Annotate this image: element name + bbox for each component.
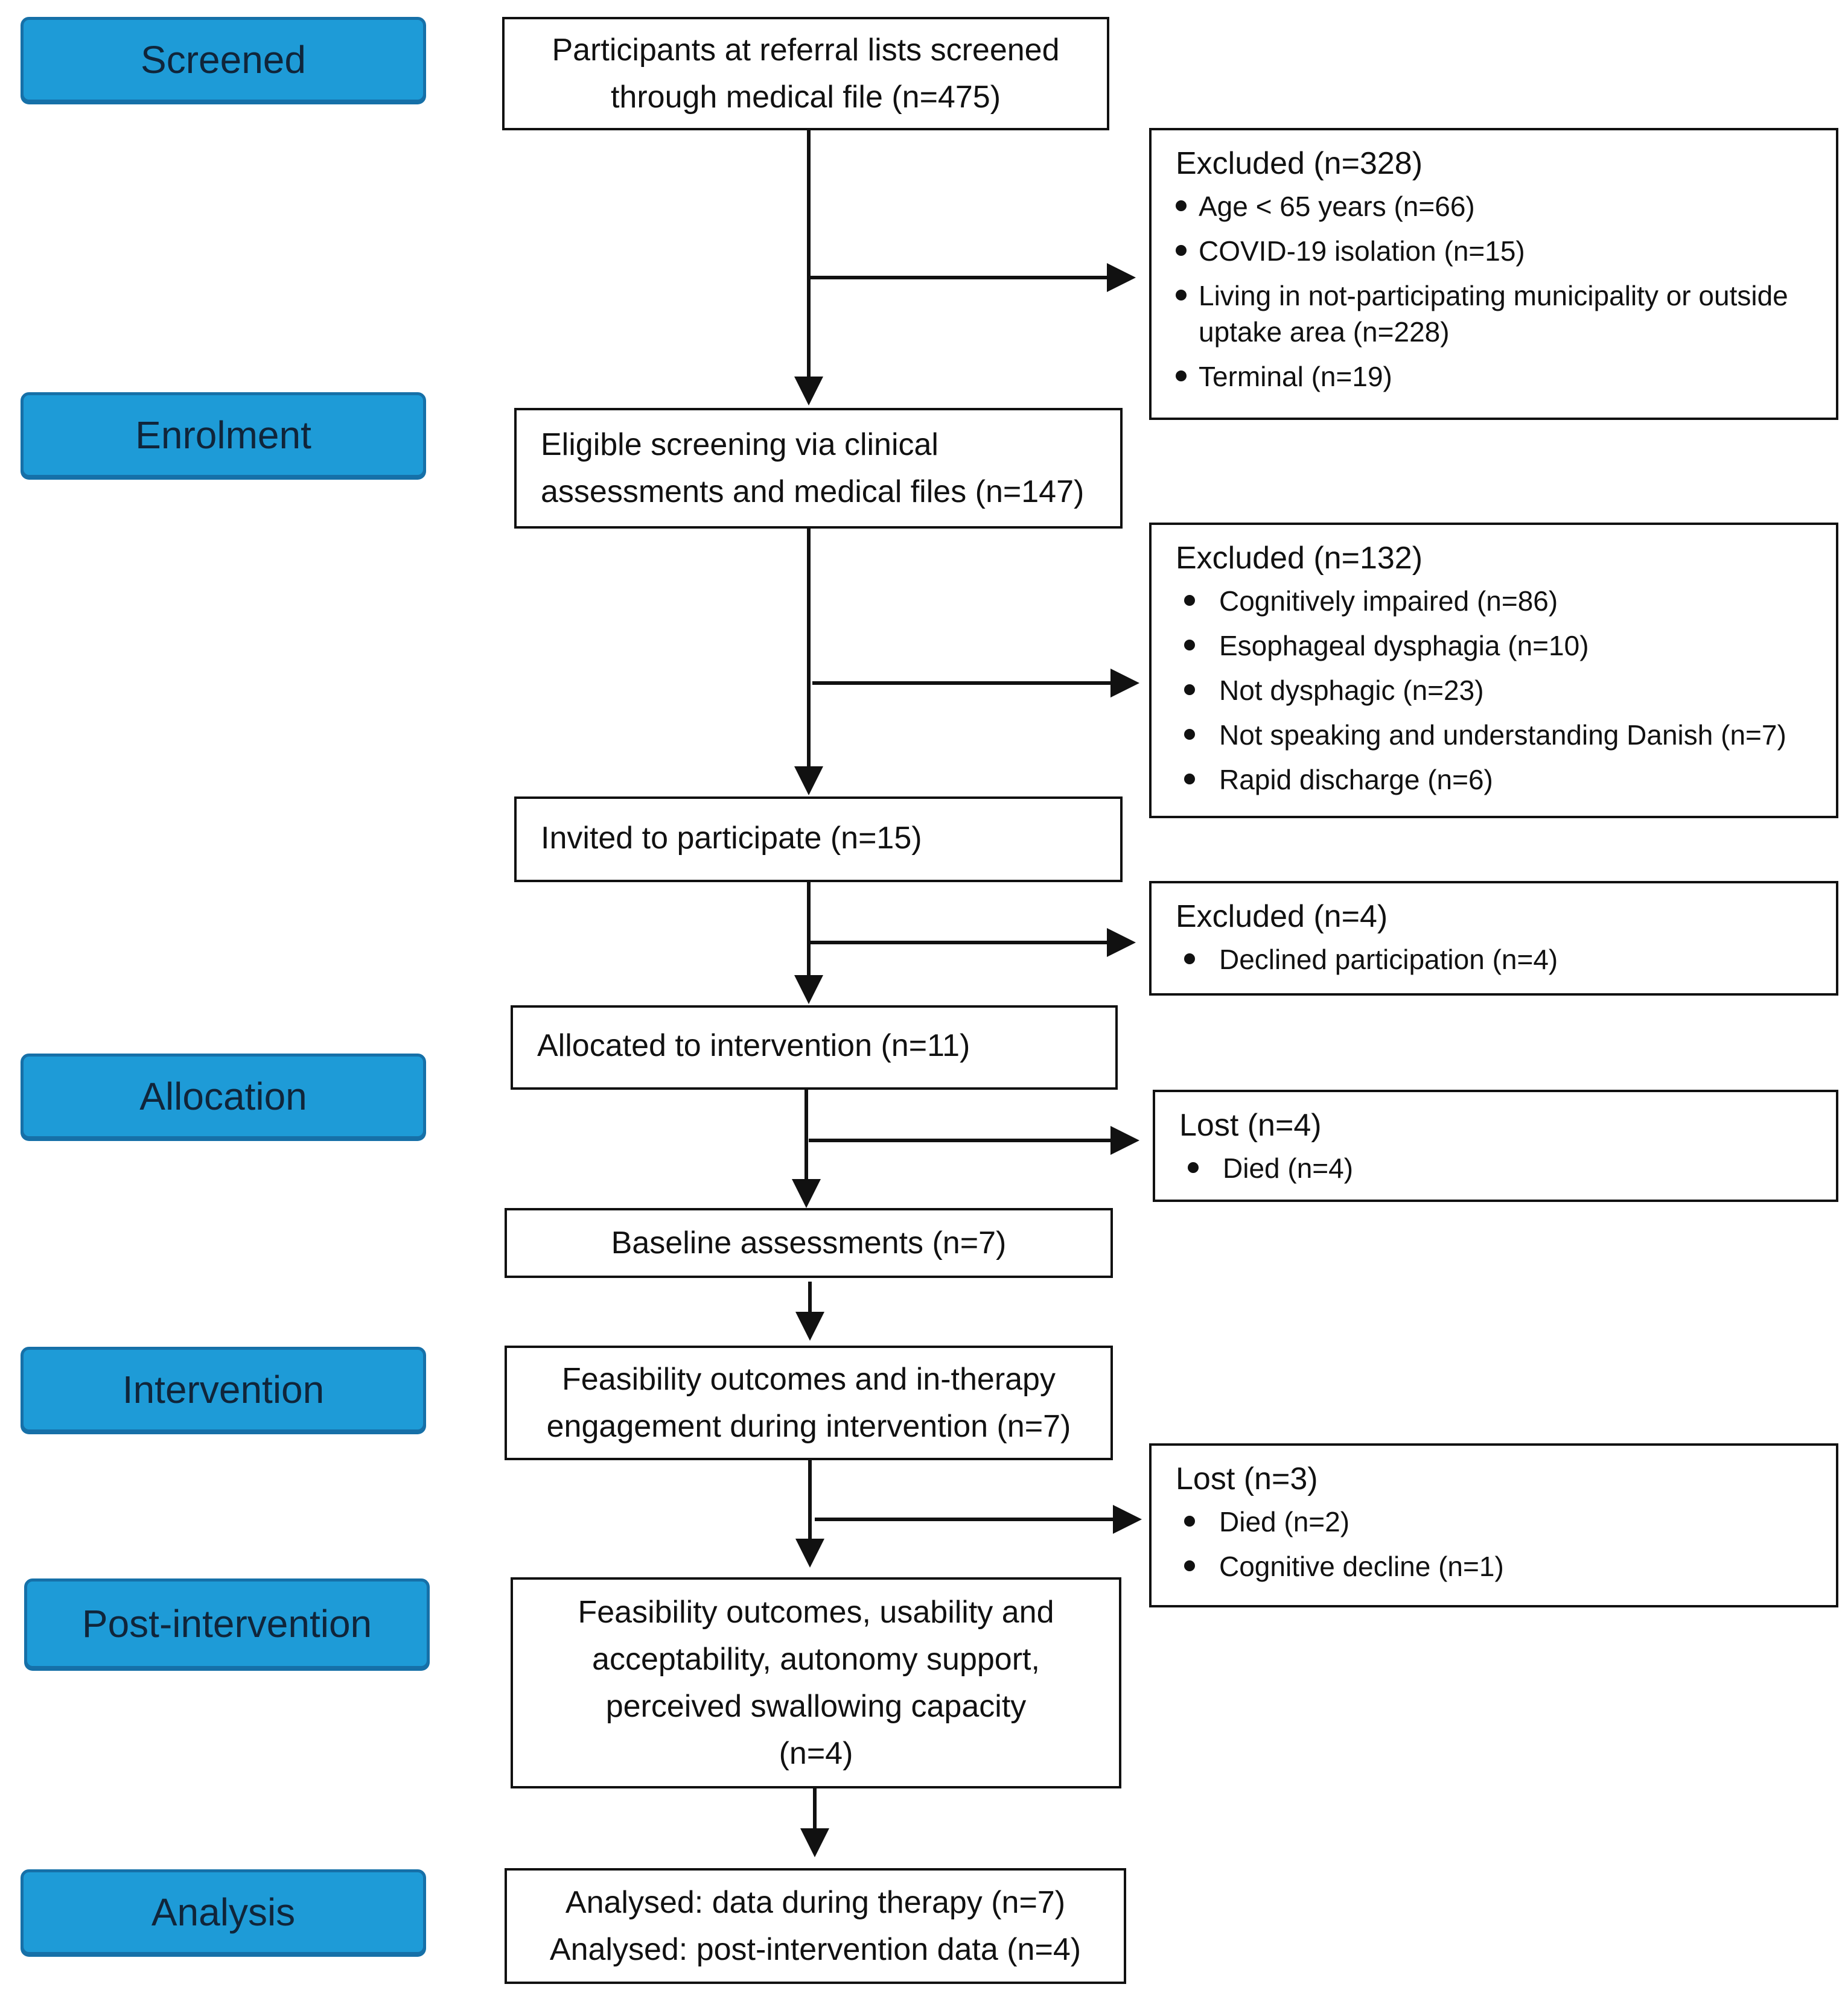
box-line: (n=4) (779, 1736, 853, 1771)
box-line: Analysed: data during therapy (n=7) (565, 1885, 1066, 1920)
screened-box: Participants at referral lists screened … (502, 17, 1109, 130)
list-item: Esophageal dysphagia (n=10) (1176, 628, 1814, 664)
lost-box-2: Lost (n=3) Died (n=2) Cognitive decline … (1149, 1443, 1838, 1607)
stage-label: Allocation (139, 1075, 307, 1118)
list-item: Living in not-participating municipality… (1176, 278, 1814, 350)
list-item: COVID-19 isolation (n=15) (1176, 233, 1814, 269)
list-item: Died (n=2) (1176, 1504, 1814, 1540)
list-item: Rapid discharge (n=6) (1176, 761, 1814, 798)
stage-label: Intervention (122, 1368, 325, 1411)
box-line: Feasibility outcomes, usability and (578, 1595, 1054, 1630)
excluded-list: Cognitively impaired (n=86) Esophageal d… (1176, 583, 1814, 798)
box-line: acceptability, autonomy support, (592, 1642, 1040, 1677)
box-line: Invited to participate (n=15) (541, 821, 922, 856)
eligible-box: Eligible screening via clinical assessme… (514, 408, 1123, 529)
post-intervention-box: Feasibility outcomes, usability and acce… (511, 1577, 1121, 1788)
list-item: Cognitive decline (n=1) (1176, 1548, 1814, 1585)
box-line: Baseline assessments (n=7) (611, 1225, 1007, 1260)
lost-title: Lost (n=3) (1176, 1461, 1318, 1496)
stage-label: Analysis (151, 1890, 296, 1934)
baseline-box: Baseline assessments (n=7) (505, 1208, 1113, 1278)
box-line: assessments and medical files (n=147) (541, 474, 1085, 509)
lost-list: Died (n=2) Cognitive decline (n=1) (1176, 1504, 1814, 1585)
list-item: Not speaking and understanding Danish (n… (1176, 717, 1814, 753)
list-item: Age < 65 years (n=66) (1176, 188, 1814, 224)
box-line: engagement during intervention (n=7) (546, 1409, 1071, 1444)
analysis-box: Analysed: data during therapy (n=7) Anal… (505, 1868, 1126, 1984)
excluded-box-1: Excluded (n=328) Age < 65 years (n=66) C… (1149, 128, 1838, 420)
stage-post-intervention: Post-intervention (24, 1578, 430, 1669)
stage-label: Post-intervention (81, 1602, 372, 1645)
list-item: Died (n=4) (1179, 1150, 1814, 1186)
stage-allocation: Allocation (21, 1054, 426, 1139)
excluded-title: Excluded (n=328) (1176, 146, 1423, 181)
list-item: Cognitively impaired (n=86) (1176, 583, 1814, 619)
invited-box: Invited to participate (n=15) (514, 796, 1123, 882)
box-line: Feasibility outcomes and in-therapy (562, 1362, 1056, 1397)
allocated-box: Allocated to intervention (n=11) (511, 1005, 1118, 1090)
excluded-title: Excluded (n=132) (1176, 541, 1423, 576)
excluded-box-3: Excluded (n=4) Declined participation (n… (1149, 881, 1838, 996)
list-item: Not dysphagic (n=23) (1176, 672, 1814, 708)
lost-title: Lost (n=4) (1179, 1108, 1322, 1143)
lost-list: Died (n=4) (1179, 1150, 1814, 1186)
excluded-title: Excluded (n=4) (1176, 899, 1388, 934)
excluded-list: Declined participation (n=4) (1176, 941, 1814, 978)
box-line: Analysed: post-intervention data (n=4) (549, 1932, 1082, 1967)
intervention-box: Feasibility outcomes and in-therapy enga… (505, 1346, 1113, 1460)
excluded-box-2: Excluded (n=132) Cognitively impaired (n… (1149, 523, 1838, 818)
stage-label: Screened (141, 38, 306, 81)
stage-label: Enrolment (135, 413, 311, 457)
list-item: Declined participation (n=4) (1176, 941, 1814, 978)
stage-analysis: Analysis (21, 1869, 426, 1955)
box-line: through medical file (n=475) (610, 80, 1001, 115)
excluded-list: Age < 65 years (n=66) COVID-19 isolation… (1176, 188, 1814, 395)
stage-intervention: Intervention (21, 1347, 426, 1432)
box-line: Allocated to intervention (n=11) (537, 1028, 970, 1063)
box-line: Eligible screening via clinical (541, 427, 938, 462)
lost-box-1: Lost (n=4) Died (n=4) (1153, 1090, 1838, 1202)
stage-screened: Screened (21, 17, 426, 103)
box-line: Participants at referral lists screened (552, 33, 1060, 68)
box-line: perceived swallowing capacity (605, 1689, 1027, 1724)
list-item: Terminal (n=19) (1176, 358, 1814, 395)
stage-enrolment: Enrolment (21, 392, 426, 478)
